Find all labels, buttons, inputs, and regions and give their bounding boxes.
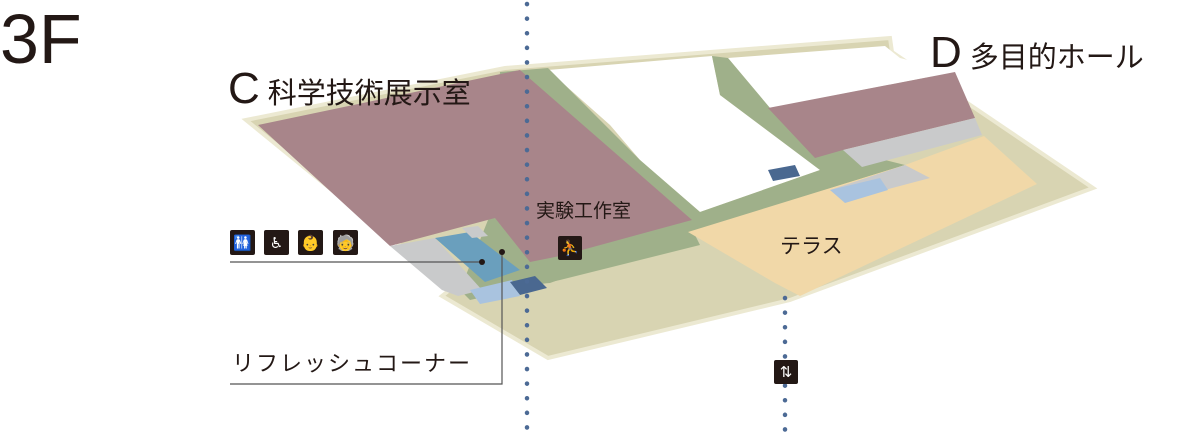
floor-label: 3F [0, 0, 82, 78]
hall-d-name: 多目的ホール [969, 40, 1144, 74]
hall-c-letter: C [228, 64, 260, 113]
workshop-label: 実験工作室 [536, 200, 632, 222]
leader-dot [499, 249, 505, 255]
service-area-west [390, 238, 482, 296]
wheelchair-icon: ♿ [264, 230, 289, 255]
elevator-hall-north [768, 165, 800, 181]
restroom-icon: 🚻 [230, 230, 255, 255]
elevator-icon: ⇅ [774, 360, 798, 384]
service-small [462, 226, 488, 238]
hall-d-letter: D [930, 28, 962, 77]
hall-c-name: 科学技術展示室 [267, 76, 471, 110]
lightblue-area-east [830, 178, 888, 203]
courtyard-east [728, 46, 955, 108]
baby-care-icon: 👶 [298, 230, 323, 255]
hall-c-title: C 科学技術展示室 [228, 64, 471, 114]
leader-line-refresh [230, 252, 503, 385]
hall-d-title: D 多目的ホール [930, 28, 1144, 78]
service-area-d [843, 118, 982, 167]
refresh-corner-label: リフレッシュコーナー [232, 352, 473, 377]
terrace-label: テラス [780, 234, 843, 258]
exhibit-hall-d[interactable] [768, 72, 975, 158]
elevator-hall-west [510, 276, 547, 295]
lightblue-area-west [470, 280, 520, 304]
restroom-area[interactable] [435, 232, 520, 282]
terrace-area[interactable] [688, 136, 1037, 296]
exhibit-hall-c[interactable] [258, 70, 692, 262]
courtyard [548, 56, 820, 212]
elderly-icon: 🧓 [333, 230, 358, 255]
stairs-icon: ⛹ [558, 236, 582, 260]
leader-dot [479, 259, 485, 265]
